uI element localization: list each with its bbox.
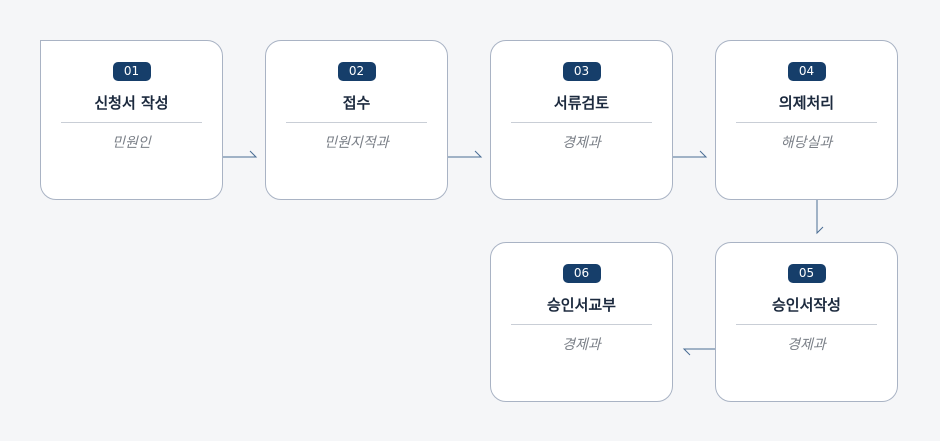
- connector-arrow-1-2: [223, 150, 258, 158]
- step-department: 해당실과: [780, 135, 833, 151]
- step-number-badge: 02: [337, 62, 376, 81]
- step-title: 접수: [342, 94, 371, 112]
- step-divider: [286, 122, 427, 123]
- step-divider: [736, 122, 877, 123]
- step-1: 01 신청서 작성 민원인: [40, 40, 223, 200]
- step-2: 02 접수 민원지적과: [265, 40, 448, 200]
- step-number-badge: 04: [787, 62, 826, 81]
- connector-arrow-5-6: [682, 348, 715, 356]
- connector-arrow-3-4: [673, 150, 708, 158]
- step-3: 03 서류검토 경제과: [490, 40, 673, 200]
- step-number-badge: 03: [562, 62, 601, 81]
- step-title: 서류검토: [553, 94, 610, 112]
- step-divider: [736, 324, 877, 325]
- connector-arrow-4-5: [816, 200, 824, 235]
- step-title: 의제처리: [778, 94, 835, 112]
- step-title: 신청서 작성: [94, 94, 169, 112]
- step-title: 승인서교부: [546, 296, 616, 314]
- connector-arrow-2-3: [448, 150, 483, 158]
- step-5: 05 승인서작성 경제과: [715, 242, 898, 402]
- step-divider: [511, 324, 652, 325]
- step-6: 06 승인서교부 경제과: [490, 242, 673, 402]
- step-department: 민원지적과: [324, 135, 389, 151]
- step-department: 경제과: [562, 135, 601, 151]
- step-number-badge: 06: [562, 264, 601, 283]
- step-4: 04 의제처리 해당실과: [715, 40, 898, 200]
- step-number-badge: 01: [112, 62, 151, 81]
- step-department: 경제과: [562, 337, 601, 353]
- step-number-badge: 05: [787, 264, 826, 283]
- step-department: 경제과: [787, 337, 826, 353]
- step-title: 승인서작성: [771, 296, 841, 314]
- step-divider: [511, 122, 652, 123]
- step-department: 민원인: [112, 135, 151, 151]
- step-divider: [61, 122, 202, 123]
